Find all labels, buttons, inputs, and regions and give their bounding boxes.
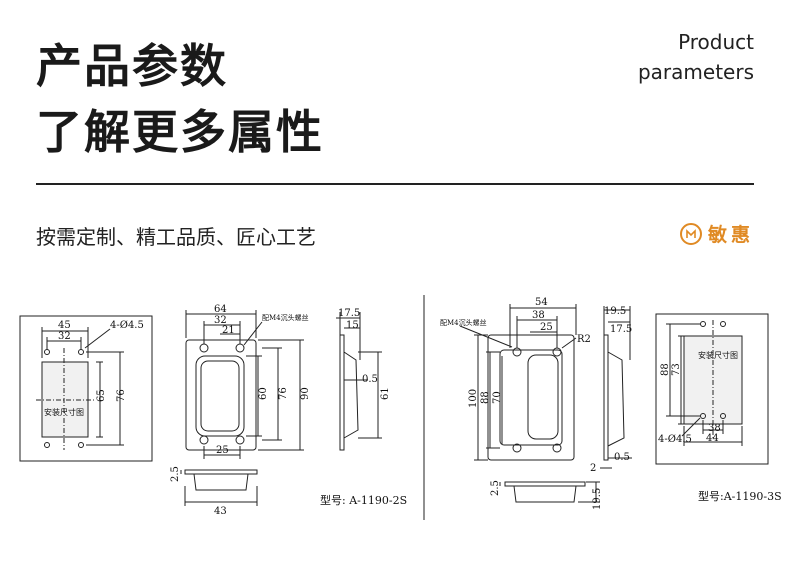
model-number: 型号:A-1190-3S bbox=[698, 489, 782, 503]
technical-drawings: 45 32 4-Ø4.5 65 76 安装尺寸图 64 32 21 配M4沉头螺… bbox=[19, 295, 782, 520]
dim-text: 19.5 bbox=[592, 488, 603, 510]
dim-text: 38 bbox=[532, 310, 545, 321]
dim-text: R2 bbox=[577, 334, 591, 345]
dim-text: 90 bbox=[300, 387, 311, 400]
dim-text: 2.5 bbox=[490, 480, 501, 496]
dim-text: 21 bbox=[222, 325, 235, 336]
dim-text: 88 bbox=[480, 391, 491, 404]
dim-text: 25 bbox=[540, 322, 553, 333]
dim-text: 43 bbox=[214, 506, 227, 517]
dim-text: 25 bbox=[216, 445, 229, 456]
dim-text: 19.5 bbox=[604, 306, 626, 317]
slogan: 按需定制、精工品质、匠心工艺 bbox=[36, 225, 316, 249]
dim-text: 100 bbox=[468, 389, 479, 408]
model-number: 型号: A-1190-2S bbox=[320, 493, 407, 507]
mount-label: 安装尺寸图 bbox=[44, 407, 84, 417]
right-mount-template bbox=[655, 313, 769, 465]
brand-name: 敏惠 bbox=[707, 224, 754, 246]
dim-text: 38 bbox=[708, 423, 721, 434]
brand-logo-icon bbox=[679, 222, 702, 245]
dim-text: 70 bbox=[492, 391, 503, 404]
left-side-view bbox=[336, 312, 382, 451]
brand: 敏惠 bbox=[679, 220, 754, 247]
right-front-view bbox=[459, 304, 577, 461]
dim-text: 54 bbox=[535, 297, 548, 308]
dim-text: 2 bbox=[590, 463, 596, 474]
left-front-view bbox=[185, 310, 304, 459]
dim-text: 32 bbox=[58, 331, 71, 342]
dim-text: 45 bbox=[58, 320, 71, 331]
dim-text: 17.5 bbox=[338, 308, 360, 319]
page-title-line2: 了解更多属性 bbox=[36, 105, 324, 159]
dim-text: 88 bbox=[660, 363, 671, 376]
dim-text: 2.5 bbox=[170, 466, 181, 482]
right-bottom-view bbox=[499, 481, 600, 503]
dim-text: 76 bbox=[116, 389, 127, 402]
dim-text: 0.5 bbox=[614, 452, 630, 463]
dim-text: 44 bbox=[706, 433, 719, 444]
left-bottom-view bbox=[180, 469, 258, 506]
dim-text: 60 bbox=[258, 387, 269, 400]
english-title-line2: parameters bbox=[637, 60, 754, 84]
dim-text: 64 bbox=[214, 304, 227, 315]
screw-note: 配M4沉头螺丝 bbox=[440, 318, 487, 327]
page-title-line1: 产品参数 bbox=[36, 39, 228, 93]
right-side-view bbox=[600, 306, 632, 469]
dim-text: 4-Ø4.5 bbox=[658, 434, 692, 445]
dim-text: 15 bbox=[346, 320, 359, 331]
dim-text: 0.5 bbox=[362, 374, 378, 385]
screw-note: 配M4沉头螺丝 bbox=[262, 313, 309, 322]
divider bbox=[36, 183, 754, 185]
mount-label: 安装尺寸图 bbox=[698, 350, 738, 360]
dim-text: 4-Ø4.5 bbox=[110, 320, 144, 331]
dim-text: 65 bbox=[96, 389, 107, 402]
dim-text: 73 bbox=[671, 363, 682, 376]
dim-text: 32 bbox=[214, 315, 227, 326]
left-mount-template bbox=[19, 315, 153, 462]
dim-text: 76 bbox=[278, 387, 289, 400]
english-title-line1: Product bbox=[678, 30, 754, 54]
dim-text: 17.5 bbox=[610, 324, 632, 335]
dim-text: 61 bbox=[380, 387, 391, 400]
